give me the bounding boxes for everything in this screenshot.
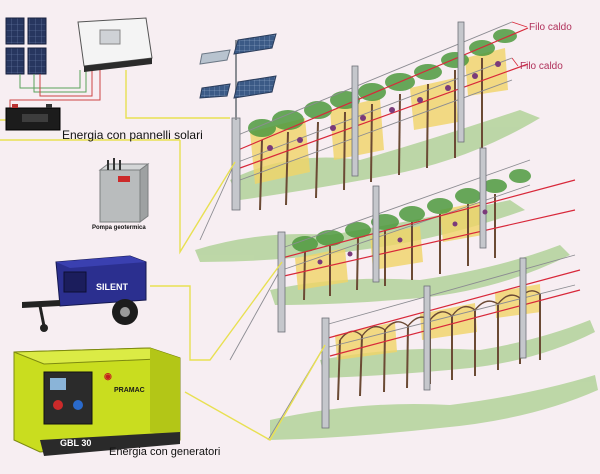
hot-wire-label-1: Filo caldo [529, 22, 572, 33]
solar-cables [19, 70, 87, 93]
solar-energy-label: Energia con pannelli solari [62, 128, 203, 142]
geothermal-pump-icon [98, 158, 150, 223]
silent-logo-text: SILENT [96, 282, 129, 292]
geothermal-pump-label: Pompa geotermica [92, 225, 146, 231]
trellis-posts [231, 21, 527, 429]
vineyard-illustration [195, 21, 598, 441]
pole-solar-panels [199, 33, 277, 120]
silent-generator-icon [22, 255, 147, 332]
generator-model-text: GBL 30 [60, 438, 91, 448]
foliage [248, 29, 531, 252]
pramac-logo-text: PRAMAC [114, 387, 145, 394]
inverter-icon [77, 17, 153, 72]
battery-icon [5, 104, 61, 131]
pramac-generator-icon: ◉ [13, 347, 181, 456]
svg-text:◉: ◉ [104, 371, 112, 381]
heating-wires [237, 27, 581, 357]
trellis-wires [199, 21, 576, 441]
hot-wire-label-2: Filo caldo [520, 61, 563, 72]
grape-bunches [267, 61, 501, 265]
solar-panel-icon [5, 17, 47, 75]
generator-energy-label: Energia con generatori [109, 446, 221, 458]
hot-wire-leaders [511, 21, 528, 67]
